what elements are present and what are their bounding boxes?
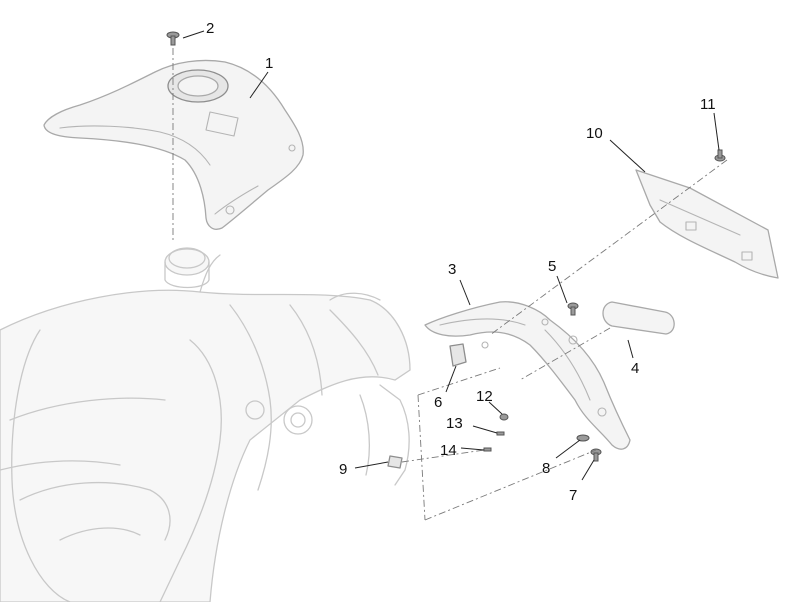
part-2-screw [166,31,180,46]
assembly-lines [172,48,728,521]
callout-12: 12 [476,388,493,405]
part-5-screw [567,302,579,316]
callout-7: 7 [569,487,577,504]
fuel-cap [164,247,210,289]
scooter-frame [0,254,411,602]
callout-10: 10 [586,125,603,142]
part-11-screw [714,149,726,162]
callout-8: 8 [542,460,550,477]
leader-lines [182,30,720,481]
part-7-screw [590,448,602,462]
part-13-pin [496,431,505,436]
callout-6: 6 [434,394,442,411]
part-9-clip [387,455,403,469]
callout-11: 11 [700,96,716,113]
part-10-plate-holder [635,169,779,279]
part-14-pin [483,447,492,452]
callout-14: 14 [440,442,457,459]
callout-4: 4 [631,360,639,377]
part-8-washer [576,434,590,442]
callout-labels: 1 2 3 4 5 6 7 8 9 10 11 12 13 14 [206,20,716,504]
callout-1: 1 [265,55,273,72]
part-1-rear-cover [43,59,304,230]
callout-13: 13 [446,415,463,432]
part-12-nut [499,413,509,421]
callout-5: 5 [548,258,556,275]
callout-3: 3 [448,261,456,278]
callout-9: 9 [339,461,347,478]
part-3-rear-fairing [424,301,631,450]
part-4-reflector [602,301,675,335]
part-6-clip [449,343,467,367]
callout-2: 2 [206,20,214,37]
